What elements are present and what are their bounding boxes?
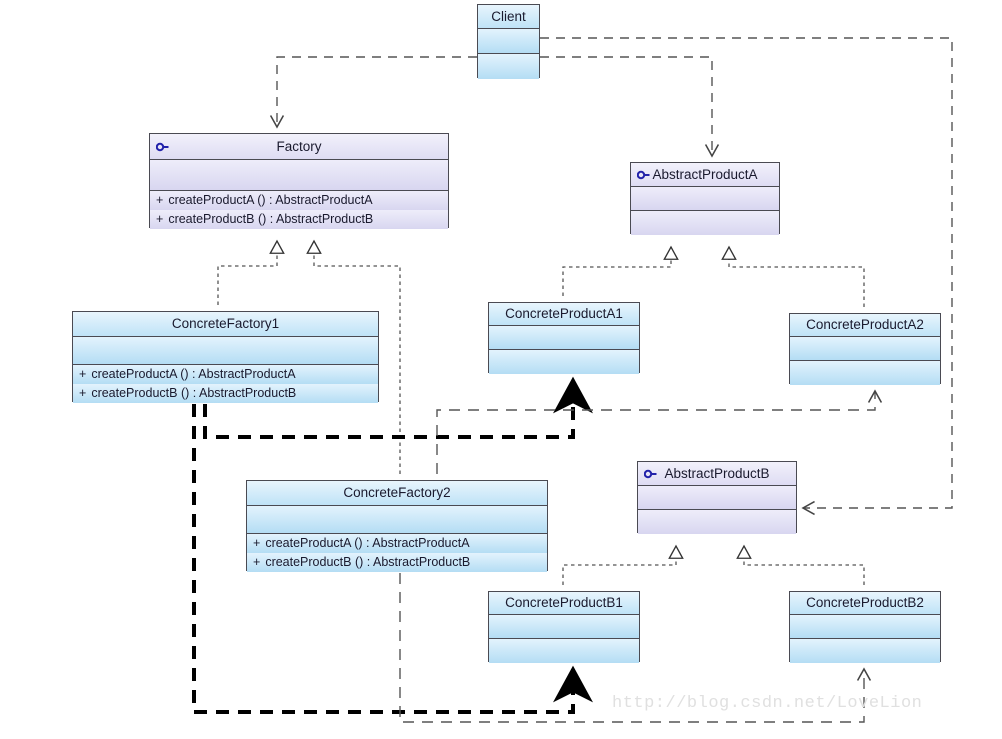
class-box-concrete-factory-1[interactable]: ConcreteFactory1 + createProductA () : Abs…: [72, 311, 379, 403]
class-compartment-empty: [638, 486, 796, 510]
operation-signature: createProductA () : AbstractProductA: [91, 367, 296, 382]
edge-client-to-abstract-product-b: [540, 37, 953, 516]
class-compartment-empty: [790, 639, 940, 663]
class-compartment-empty: [489, 639, 639, 663]
class-compartment-empty: [638, 510, 796, 534]
class-name-label: Client: [491, 8, 526, 24]
class-name-label: ConcreteProductA2: [806, 317, 924, 333]
class-name-label: Factory: [276, 138, 322, 154]
interface-icon: [644, 469, 657, 478]
class-compartment-empty: [478, 29, 539, 54]
class-operation-row: + createProductA () : AbstractProductA: [73, 365, 378, 384]
class-name-row: Factory: [150, 134, 448, 160]
class-compartment-empty: [790, 337, 940, 361]
operation-signature: createProductA () : AbstractProductA: [168, 193, 373, 208]
operation-signature: createProductA () : AbstractProductA: [265, 536, 470, 551]
class-compartment-empty: [489, 615, 639, 639]
operation-signature: createProductB () : AbstractProductB: [168, 212, 374, 227]
class-compartment-empty: [489, 326, 639, 350]
class-name-row: ConcreteFactory1: [73, 312, 378, 337]
edge-concrete-product-b1-realizes-abstract-product-b: [562, 544, 684, 585]
class-name-label: AbstractProductB: [664, 465, 770, 481]
edge-client-to-abstract-product-a: [540, 56, 720, 158]
operation-signature: createProductB () : AbstractProductB: [91, 386, 297, 401]
class-box-factory[interactable]: Factory + createProductA () : AbstractProd…: [149, 133, 449, 229]
operation-visibility: +: [156, 212, 164, 227]
interface-icon: [156, 142, 169, 151]
edge-concrete-product-a2-realizes-abstract-product-a: [721, 245, 865, 307]
class-box-concrete-factory-2[interactable]: ConcreteFactory2 + createProductA () : Abs…: [246, 480, 548, 572]
class-name-row: ConcreteProductB2: [790, 592, 940, 615]
class-operation-row: + createProductA () : AbstractProductA: [150, 191, 448, 210]
operation-visibility: +: [79, 386, 87, 401]
class-compartment-empty: [489, 350, 639, 374]
class-name-row: AbstractProductB: [638, 462, 796, 486]
class-compartment-empty: [478, 54, 539, 79]
class-operation-row: + createProductB () : AbstractProductB: [150, 210, 448, 229]
edge-client-to-factory: [269, 56, 477, 129]
class-box-concrete-product-b2[interactable]: ConcreteProductB2: [789, 591, 941, 663]
class-operation-row: + createProductB () : AbstractProductB: [73, 384, 378, 403]
class-compartment-empty: [73, 337, 378, 365]
operation-visibility: +: [253, 536, 261, 551]
class-name-row: ConcreteFactory2: [247, 481, 547, 506]
class-name-row: Client: [478, 5, 539, 29]
class-name-label: AbstractProductA: [652, 166, 758, 182]
class-name-row: AbstractProductA: [631, 163, 779, 187]
class-compartment-empty: [150, 160, 448, 191]
operation-visibility: +: [79, 367, 87, 382]
class-name-label: ConcreteFactory2: [343, 485, 451, 501]
class-name-label: ConcreteProductB1: [505, 595, 623, 611]
operation-visibility: +: [253, 555, 261, 570]
edge-concrete-factory-1-realizes-factory: [217, 239, 285, 305]
class-operation-row: + createProductB () : AbstractProductB: [247, 553, 547, 572]
class-name-label: ConcreteFactory1: [171, 316, 280, 332]
class-operation-row: + createProductA () : AbstractProductA: [247, 534, 547, 553]
class-box-concrete-product-a1[interactable]: ConcreteProductA1: [488, 302, 640, 374]
edge-concrete-product-b2-realizes-abstract-product-b: [736, 544, 865, 585]
class-compartment-empty: [790, 361, 940, 385]
watermark-text: http://blog.csdn.net/LoveLion: [612, 694, 923, 713]
edge-concrete-product-a1-realizes-abstract-product-a: [562, 245, 679, 296]
class-name-row: ConcreteProductB1: [489, 592, 639, 615]
class-compartment-empty: [247, 506, 547, 534]
class-name-row: ConcreteProductA2: [790, 314, 940, 337]
class-box-abstract-product-b[interactable]: AbstractProductB: [637, 461, 797, 534]
class-name-label: ConcreteProductA1: [505, 306, 623, 322]
class-box-abstract-product-a[interactable]: AbstractProductA: [630, 162, 780, 235]
class-box-concrete-product-b1[interactable]: ConcreteProductB1: [488, 591, 640, 663]
class-compartment-empty: [790, 615, 940, 639]
interface-icon: [637, 170, 650, 179]
class-compartment-empty: [631, 187, 779, 211]
class-compartment-empty: [631, 211, 779, 235]
operation-visibility: +: [156, 193, 164, 208]
class-box-concrete-product-a2[interactable]: ConcreteProductA2: [789, 313, 941, 385]
class-box-client[interactable]: Client: [477, 4, 540, 79]
class-name-row: ConcreteProductA1: [489, 303, 639, 326]
class-name-label: ConcreteProductB2: [806, 595, 924, 611]
operation-signature: createProductB () : AbstractProductB: [265, 555, 471, 570]
